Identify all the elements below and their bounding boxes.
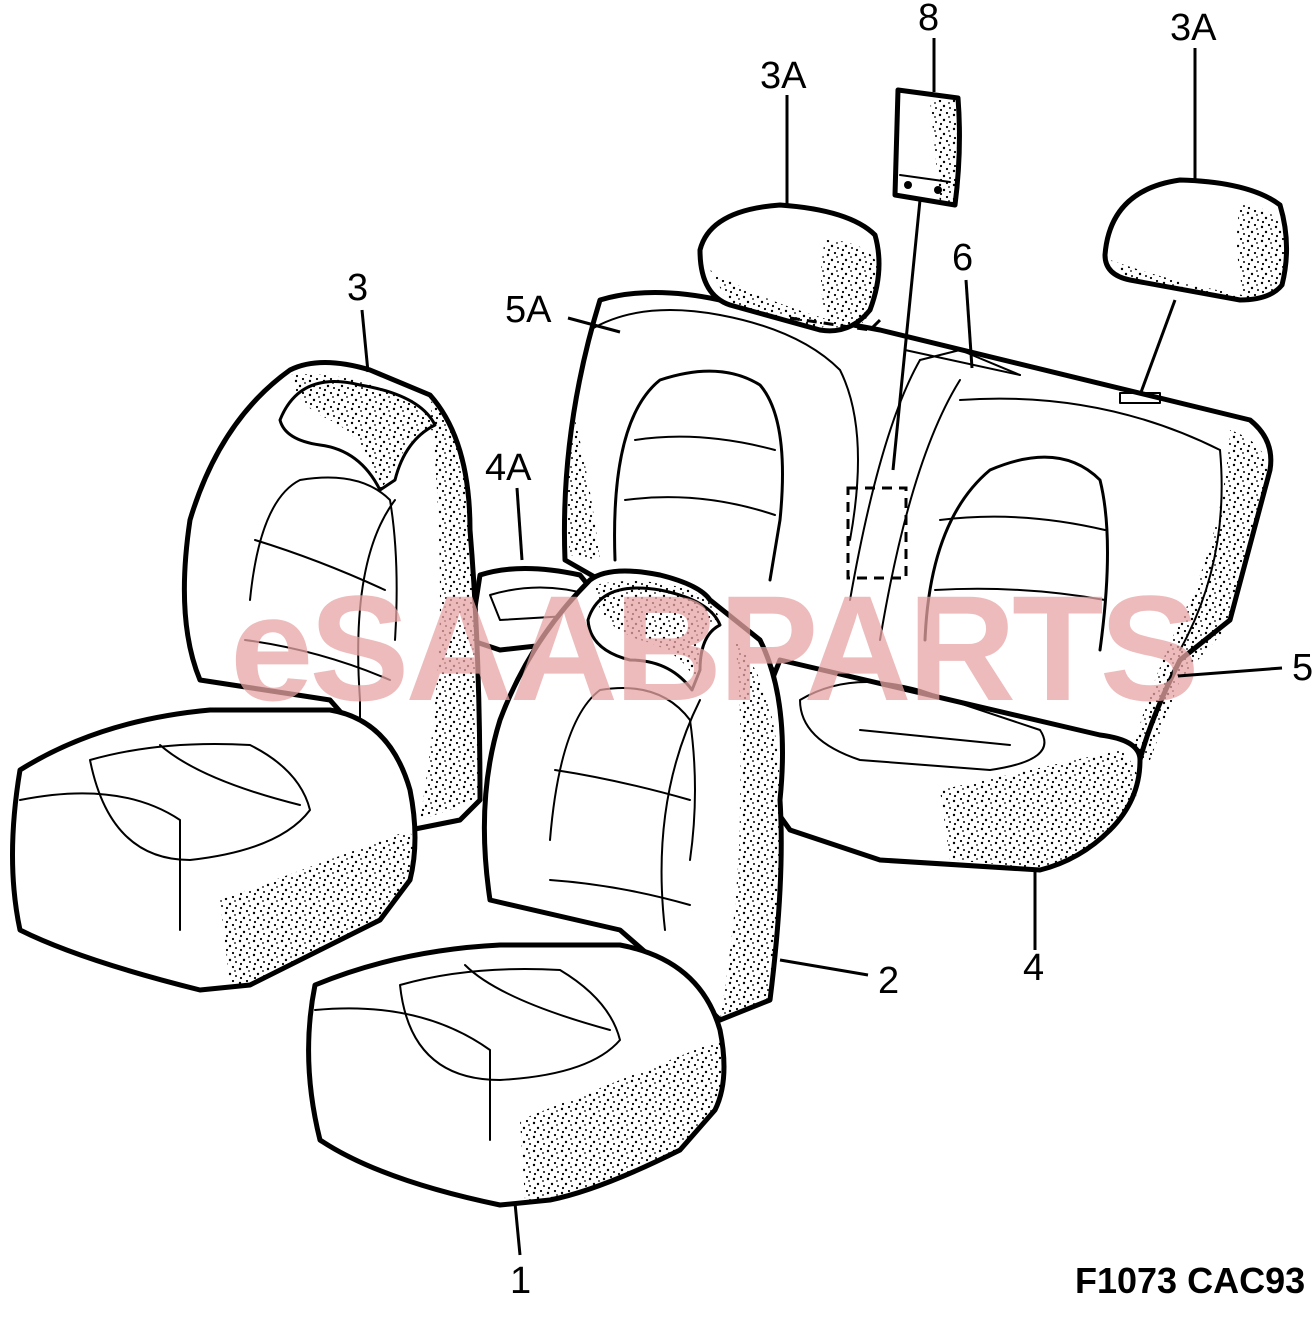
callout-8: 8	[918, 0, 939, 39]
headrest-rear-left	[697, 202, 882, 334]
callout-6: 6	[952, 237, 973, 279]
watermark-text: eSAABPARTS	[230, 564, 1196, 732]
figure-code: F1073 CAC93	[1075, 1260, 1305, 1301]
callout-4A: 4A	[485, 447, 532, 489]
rear-backrest-panel-cover	[892, 87, 962, 208]
callout-3A-left: 3A	[760, 55, 807, 97]
callout-5: 5	[1292, 647, 1313, 689]
callout-2: 2	[878, 960, 899, 1002]
callout-5A: 5A	[505, 289, 552, 331]
front-seat-left	[10, 360, 483, 993]
leader-lines	[360, 38, 1283, 1256]
rear-seat-backrest	[561, 290, 1274, 763]
rear-seat-cushion	[737, 657, 1143, 873]
callout-3A-right: 3A	[1170, 7, 1217, 49]
callout-4: 4	[1023, 947, 1044, 989]
front-seat-right	[306, 568, 785, 1208]
headrest-rear-right	[1102, 177, 1289, 404]
callout-3: 3	[347, 267, 368, 309]
callout-1: 1	[510, 1260, 531, 1302]
